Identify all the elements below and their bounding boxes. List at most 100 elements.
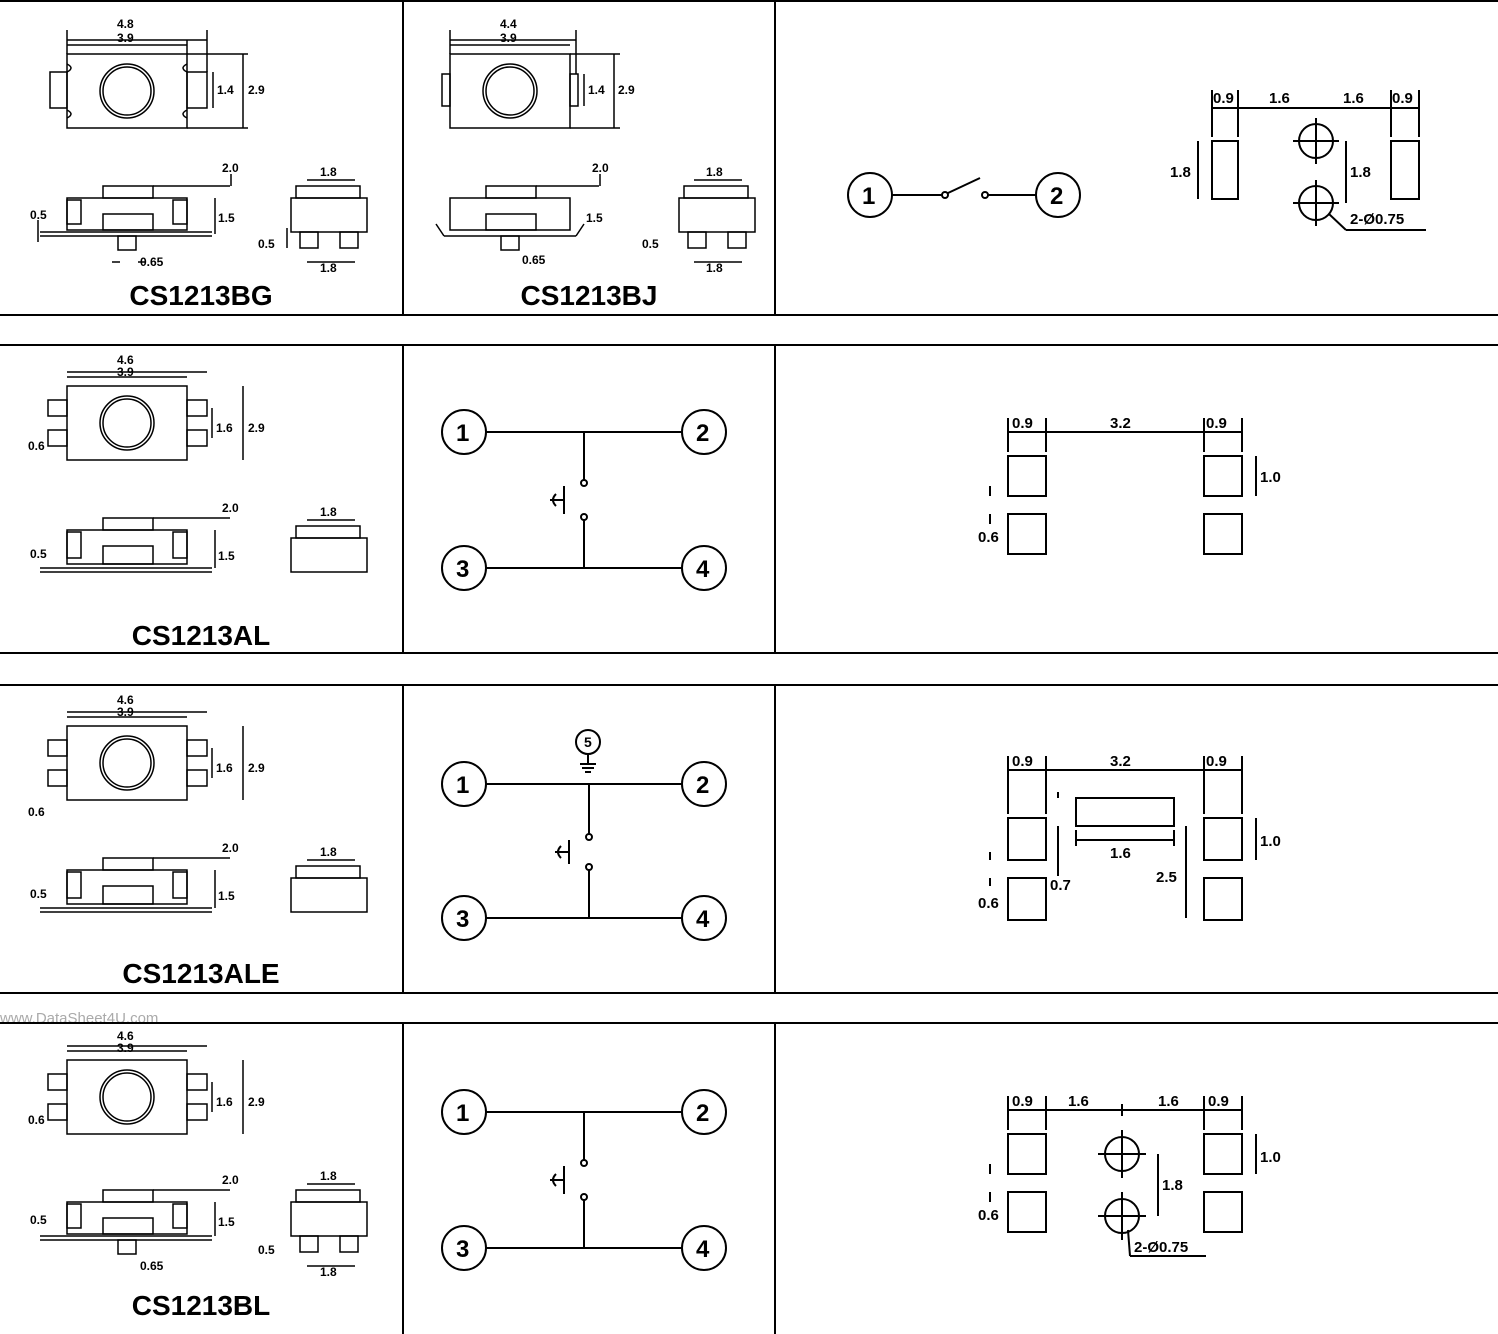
dim-height: 2.9 bbox=[248, 1095, 265, 1109]
outline-drawing: 4.6 3.9 1.6 2.9 0.6 2.0 1.5 0.5 1.8 bbox=[28, 353, 368, 573]
schematic-4pin: 1 2 3 4 bbox=[404, 1024, 774, 1334]
dim-inner-offset: 0.7 bbox=[1050, 877, 1071, 894]
outline-drawing: 4.6 3.9 1.6 2.9 0.6 2.0 1.5 0.5 1.8 bbox=[28, 693, 368, 913]
drawing-cs1213ale: 4.6 3.9 1.6 2.9 0.6 2.0 1.5 0.5 1.8 CS12… bbox=[0, 686, 402, 992]
dim-span: 2.5 bbox=[1156, 869, 1177, 886]
pin-2-label: 2 bbox=[1050, 183, 1063, 210]
dim-2: 3.2 bbox=[1110, 753, 1131, 770]
pin-1-label: 1 bbox=[456, 1100, 469, 1127]
schematic-4pin-ground: 5 1 2 3 4 bbox=[404, 686, 774, 992]
dim-hole-pitch: 1.8 bbox=[1162, 1177, 1183, 1194]
dim-3: 1.6 bbox=[1343, 90, 1364, 107]
outline-drawing: 4.6 3.9 1.6 2.9 0.6 2.0 1.5 0.5 0.65 1.8… bbox=[28, 1029, 368, 1279]
dim-1: 0.9 bbox=[1012, 753, 1033, 770]
dim-side-height: 1.5 bbox=[218, 1215, 235, 1229]
dim-side-total: 2.0 bbox=[222, 841, 239, 855]
dim-top-width: 4.6 bbox=[117, 693, 134, 707]
dim-end-top: 1.8 bbox=[320, 1169, 337, 1183]
dim-height: 2.9 bbox=[248, 421, 265, 435]
pin-2-label: 2 bbox=[696, 772, 709, 799]
dim-1: 0.9 bbox=[1012, 1093, 1033, 1110]
pin-3-label: 3 bbox=[456, 556, 469, 583]
dim-gap: 0.6 bbox=[978, 895, 999, 912]
outline-drawing: 4.8 3.9 1.4 2.9 2.0 1.5 0.5 0.65 1.8 1.8… bbox=[30, 17, 368, 275]
dim-inner-width: 3.9 bbox=[117, 365, 134, 379]
dim-pad-height: 1.0 bbox=[1260, 469, 1281, 486]
dim-pin-pitch: 1.6 bbox=[216, 761, 233, 775]
dim-3: 0.9 bbox=[1206, 753, 1227, 770]
dim-pad-gap: 0.6 bbox=[28, 805, 45, 819]
pin-1-label: 1 bbox=[456, 772, 469, 799]
layout-al: 0.9 3.2 0.9 1.0 0.6 bbox=[776, 346, 1498, 652]
row-cs1213ale: 4.6 3.9 1.6 2.9 0.6 2.0 1.5 0.5 1.8 CS12… bbox=[0, 684, 1498, 994]
drawing-cs1213bj: 4.4 3.9 1.4 2.9 2.0 1.5 0.65 1.8 1.8 0.5… bbox=[404, 2, 774, 314]
dim-pin-pitch: 1.4 bbox=[588, 83, 605, 97]
divider bbox=[402, 2, 404, 314]
dim-side-total: 2.0 bbox=[222, 161, 239, 175]
dim-end-standoff: 0.5 bbox=[642, 237, 659, 251]
dim-pad-gap: 0.6 bbox=[28, 1113, 45, 1127]
dim-hole: 2-Ø0.75 bbox=[1134, 1239, 1188, 1256]
dim-side-height: 1.5 bbox=[218, 549, 235, 563]
dim-side-standoff: 0.5 bbox=[30, 887, 47, 901]
dim-end-standoff: 0.5 bbox=[258, 1243, 275, 1257]
schematic-and-layout: 1 2 0.9 1.6 1.6 0.9 1.8 1.8 2-Ø0.75 bbox=[776, 2, 1498, 314]
layout-ale: 0.9 3.2 0.9 1.0 1.6 0.7 2.5 0.6 bbox=[776, 686, 1498, 992]
layout-bl: 0.9 1.6 1.6 0.9 1.0 1.8 0.6 2-Ø0.75 bbox=[776, 1024, 1498, 1334]
model-label: CS1213BJ bbox=[520, 280, 658, 311]
dim-4: 0.9 bbox=[1392, 90, 1413, 107]
row-cs1213bl: 4.6 3.9 1.6 2.9 0.6 2.0 1.5 0.5 0.65 1.8… bbox=[0, 1022, 1498, 1334]
model-label: CS1213AL bbox=[131, 620, 271, 651]
dim-end-top: 1.8 bbox=[320, 505, 337, 519]
schematic-2pin: 1 2 0.9 1.6 1.6 0.9 1.8 1.8 2-Ø0.75 bbox=[847, 90, 1426, 231]
dim-inner-width: 1.6 bbox=[1110, 845, 1131, 862]
dim-side-height: 1.5 bbox=[218, 889, 235, 903]
dim-inner-width: 3.9 bbox=[500, 31, 517, 45]
dim-end-bottom: 1.8 bbox=[706, 261, 723, 275]
pin-1-label: 1 bbox=[456, 420, 469, 447]
dim-inner-width: 3.9 bbox=[117, 31, 134, 45]
dim-side-standoff: 0.5 bbox=[30, 1213, 47, 1227]
divider bbox=[774, 2, 776, 314]
dim-hole: 2-Ø0.75 bbox=[1350, 211, 1404, 228]
drawing-cs1213bg: 4.8 3.9 1.4 2.9 2.0 1.5 0.5 0.65 1.8 1.8… bbox=[0, 2, 402, 314]
pin-4-label: 4 bbox=[696, 1236, 710, 1263]
dim-gap: 0.6 bbox=[978, 529, 999, 546]
dim-gap: 0.6 bbox=[978, 1207, 999, 1224]
dim-height: 2.9 bbox=[248, 761, 265, 775]
dim-pin-offset: 0.65 bbox=[140, 1259, 164, 1273]
pin-4-label: 4 bbox=[696, 556, 710, 583]
dim-end-top: 1.8 bbox=[706, 165, 723, 179]
pin-4-label: 4 bbox=[696, 906, 710, 933]
pin-2-label: 2 bbox=[696, 420, 709, 447]
dim-side-total: 2.0 bbox=[592, 161, 609, 175]
dim-pad-gap: 0.6 bbox=[28, 439, 45, 453]
dim-pin-pitch: 1.6 bbox=[216, 1095, 233, 1109]
pin-3-label: 3 bbox=[456, 906, 469, 933]
model-label: CS1213BL bbox=[131, 1290, 271, 1321]
model-label: CS1213BG bbox=[129, 280, 273, 311]
dim-side-height: 1.5 bbox=[586, 211, 603, 225]
drawing-cs1213bl: 4.6 3.9 1.6 2.9 0.6 2.0 1.5 0.5 0.65 1.8… bbox=[0, 1024, 402, 1334]
pin-3-label: 3 bbox=[456, 1236, 469, 1263]
dim-top-width: 4.6 bbox=[117, 1029, 134, 1043]
pin-1-label: 1 bbox=[862, 183, 875, 210]
outline-drawing: 4.4 3.9 1.4 2.9 2.0 1.5 0.65 1.8 1.8 0.5 bbox=[435, 17, 756, 275]
dim-pad-height: 1.8 bbox=[1170, 164, 1191, 181]
model-label: CS1213ALE bbox=[122, 958, 280, 989]
row-cs1213bg: 4.8 3.9 1.4 2.9 2.0 1.5 0.5 0.65 1.8 1.8… bbox=[0, 0, 1498, 316]
dim-3: 1.6 bbox=[1158, 1093, 1179, 1110]
dim-2: 1.6 bbox=[1068, 1093, 1089, 1110]
dim-end-top: 1.8 bbox=[320, 165, 337, 179]
dim-pad-height: 1.0 bbox=[1260, 1149, 1281, 1166]
dim-pin-pitch: 1.4 bbox=[217, 83, 234, 97]
dim-pin-offset: 0.65 bbox=[522, 253, 546, 267]
dim-top-width: 4.6 bbox=[117, 353, 134, 367]
dim-2: 3.2 bbox=[1110, 415, 1131, 432]
dim-pin-offset: 0.65 bbox=[140, 255, 164, 269]
dim-top-width: 4.8 bbox=[117, 17, 134, 31]
pin-2-label: 2 bbox=[696, 1100, 709, 1127]
pin-5-label: 5 bbox=[584, 734, 592, 750]
dim-1: 0.9 bbox=[1012, 415, 1033, 432]
dim-side-height: 1.5 bbox=[218, 211, 235, 225]
